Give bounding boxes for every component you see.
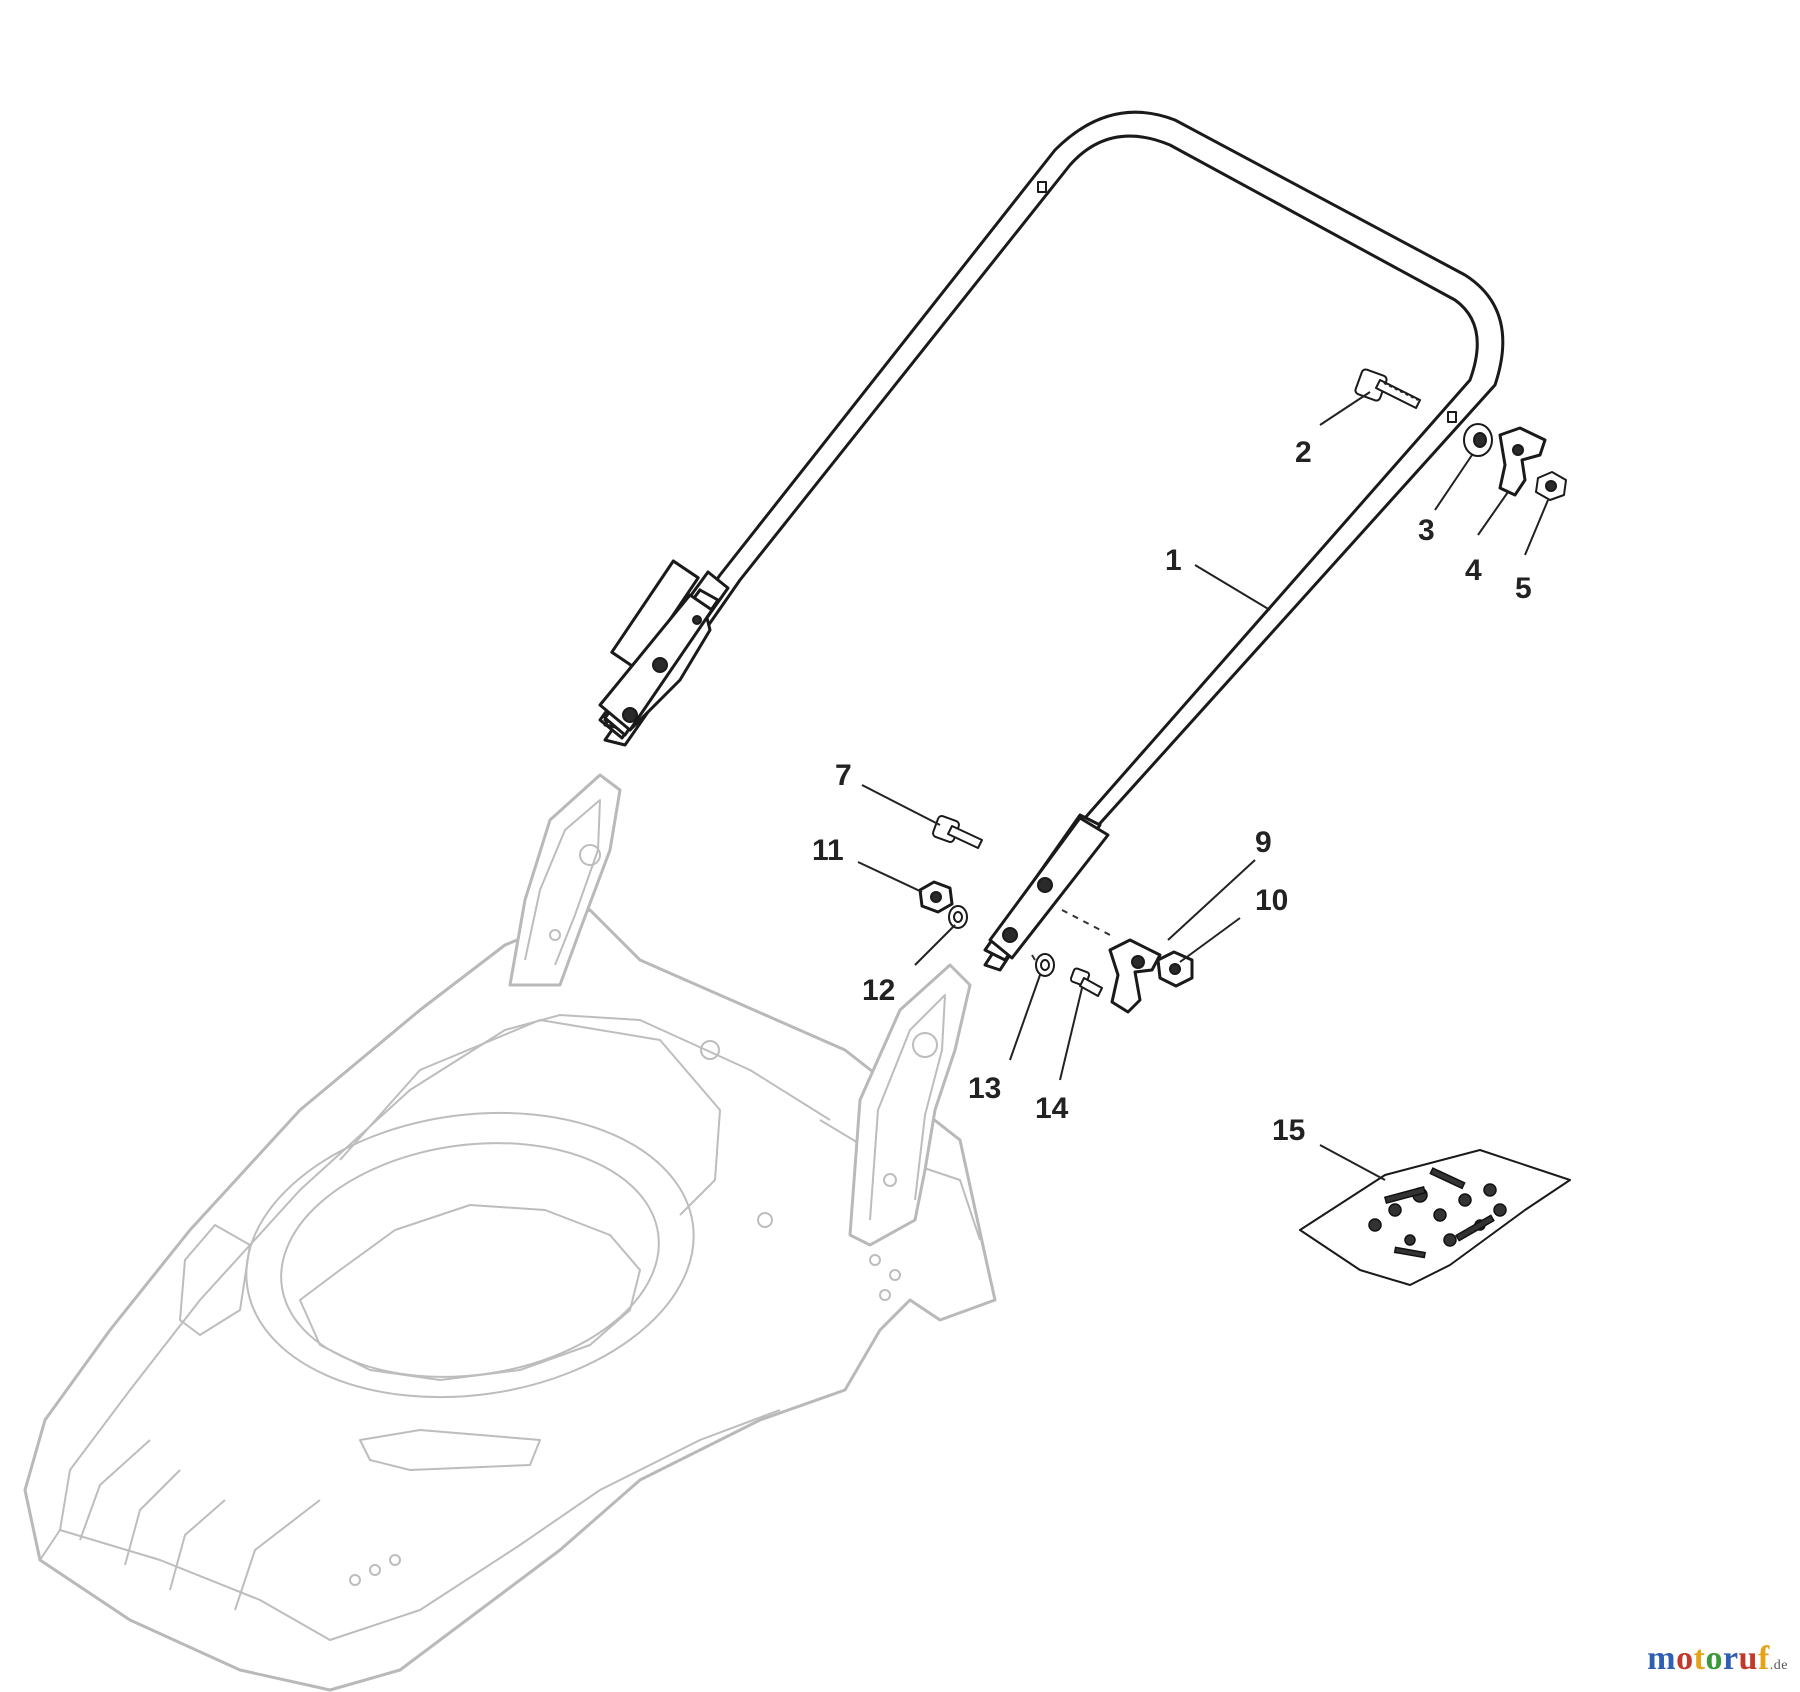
leader-3 [1434, 454, 1473, 511]
callout-13: 13 [968, 1072, 1001, 1105]
leader-13 [1009, 974, 1041, 1061]
callout-7: 7 [835, 759, 852, 792]
callout-2: 2 [1295, 436, 1312, 469]
part-12-washer [948, 905, 968, 929]
callout-11: 11 [812, 834, 844, 867]
part-13-washer [1031, 953, 1055, 977]
callout-15: 15 [1272, 1114, 1305, 1147]
callout-9: 9 [1255, 826, 1272, 859]
callout-4: 4 [1465, 554, 1482, 587]
callout-3: 3 [1418, 514, 1435, 547]
part-9-knob [1061, 909, 1162, 1014]
leader-lines [857, 391, 1549, 1181]
callout-1: 1 [1165, 544, 1182, 577]
left-handle-bracket [508, 773, 622, 987]
leader-7 [861, 784, 941, 826]
part-11-nut [918, 880, 954, 914]
callout-10: 10 [1255, 884, 1288, 917]
leader-4 [1477, 491, 1509, 536]
leader-1 [1194, 564, 1271, 611]
right-handle-bracket [848, 963, 972, 1247]
leader-15 [1319, 1144, 1386, 1181]
callout-14: 14 [1035, 1092, 1069, 1125]
watermark-logo: motoruf.de [1647, 1640, 1788, 1678]
watermark-tld: .de [1769, 1658, 1788, 1673]
part-14-screw [1069, 967, 1103, 997]
watermark-brand: motoruf [1647, 1640, 1770, 1677]
leader-11 [857, 861, 923, 893]
leader-9 [1167, 859, 1256, 941]
part-15-hardware-bag [1299, 1149, 1571, 1286]
part-5-nut [1535, 471, 1567, 501]
callout-12: 12 [862, 974, 895, 1007]
leader-14 [1059, 987, 1083, 1081]
leader-10 [1179, 917, 1241, 963]
part-2-bolt [1354, 368, 1421, 409]
callout-5: 5 [1515, 572, 1532, 605]
leader-2 [1319, 391, 1371, 426]
mower-deck [23, 908, 997, 1692]
part-3-washer [1463, 423, 1493, 457]
part-4-knob [1498, 426, 1547, 497]
leader-5 [1524, 499, 1549, 556]
leader-12 [914, 924, 956, 966]
handle-tube [598, 110, 1505, 972]
callout-labels: 1 2 3 4 5 7 9 10 11 12 13 14 15 [812, 436, 1532, 1147]
part-7-bolt [932, 815, 983, 849]
